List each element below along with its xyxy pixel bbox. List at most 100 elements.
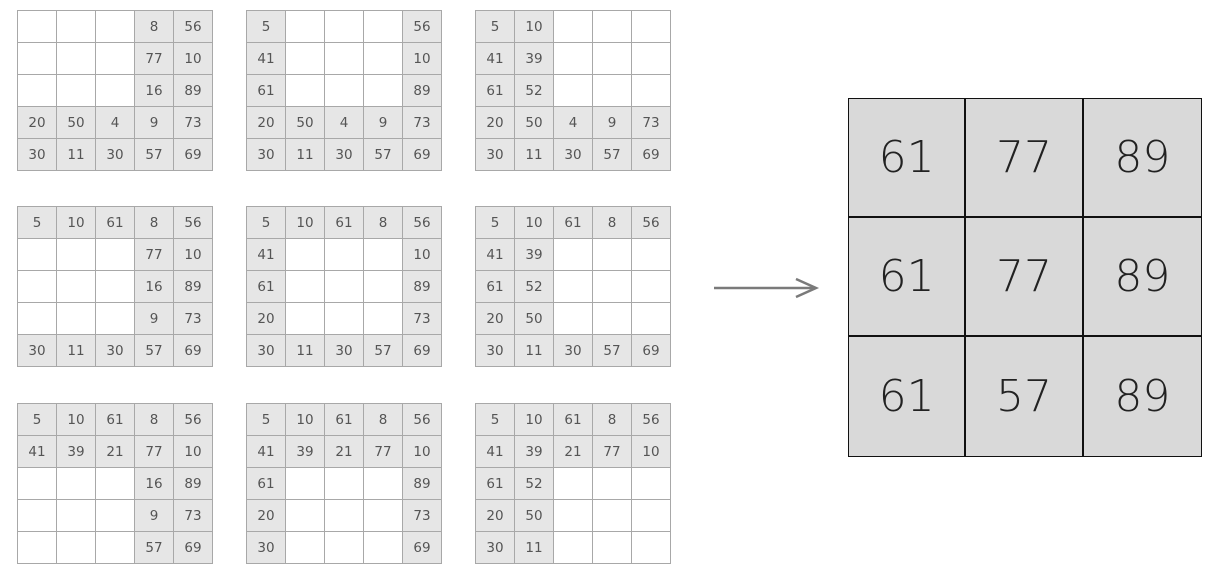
matrix-cell: 10 (56, 206, 96, 239)
matrix-cell: 69 (173, 138, 213, 171)
empty-cell (56, 499, 96, 532)
matrix-cell: 9 (134, 499, 174, 532)
empty-cell (363, 531, 403, 564)
empty-cell (56, 302, 96, 335)
matrix-cell: 10 (173, 238, 213, 271)
empty-cell (631, 42, 671, 75)
result-cell: 57 (966, 337, 1084, 456)
empty-cell (17, 270, 57, 303)
matrix-cell: 73 (173, 302, 213, 335)
empty-cell (592, 467, 632, 500)
matrix-cell: 20 (246, 106, 286, 139)
result-cell: 61 (849, 337, 967, 456)
matrix-cell: 30 (95, 138, 135, 171)
matrix-cell: 61 (475, 467, 515, 500)
matrix-cell: 57 (134, 334, 174, 367)
matrix-cell: 89 (173, 467, 213, 500)
empty-cell (553, 74, 593, 107)
matrix-cell: 69 (631, 334, 671, 367)
matrix-cell: 9 (592, 106, 632, 139)
matrix-cell: 89 (402, 74, 442, 107)
matrix-cell: 69 (631, 138, 671, 171)
empty-cell (285, 467, 325, 500)
matrix-cell: 16 (134, 270, 174, 303)
matrix-cell: 30 (324, 334, 364, 367)
empty-cell (17, 302, 57, 335)
empty-cell (95, 531, 135, 564)
empty-cell (363, 302, 403, 335)
matrix-cell: 10 (402, 238, 442, 271)
empty-cell (285, 10, 325, 43)
matrix-cell: 56 (631, 206, 671, 239)
matrix-cell: 30 (246, 138, 286, 171)
matrix-cell: 77 (134, 435, 174, 468)
empty-cell (553, 467, 593, 500)
matrix-cell: 73 (173, 106, 213, 139)
empty-cell (553, 499, 593, 532)
empty-cell (553, 531, 593, 564)
matrix-cell: 61 (95, 206, 135, 239)
empty-cell (285, 499, 325, 532)
matrix-cell: 10 (631, 435, 671, 468)
empty-cell (285, 270, 325, 303)
empty-cell (592, 302, 632, 335)
empty-cell (631, 270, 671, 303)
empty-cell (363, 42, 403, 75)
matrix-cell: 52 (514, 270, 554, 303)
matrix-cell: 56 (402, 10, 442, 43)
empty-cell (592, 531, 632, 564)
empty-cell (285, 302, 325, 335)
matrix-cell: 89 (173, 270, 213, 303)
matrix-cell: 10 (285, 403, 325, 436)
empty-cell (631, 499, 671, 532)
matrix-cell: 50 (285, 106, 325, 139)
empty-cell (363, 270, 403, 303)
matrix-cell: 5 (475, 206, 515, 239)
empty-cell (95, 74, 135, 107)
empty-cell (363, 10, 403, 43)
empty-cell (553, 42, 593, 75)
empty-cell (56, 531, 96, 564)
matrix-cell: 8 (134, 403, 174, 436)
empty-cell (95, 302, 135, 335)
matrix-cell: 57 (134, 138, 174, 171)
empty-cell (17, 74, 57, 107)
empty-cell (553, 302, 593, 335)
matrix-cell: 20 (17, 106, 57, 139)
matrix-cell: 39 (514, 238, 554, 271)
matrix-cell: 61 (553, 206, 593, 239)
empty-cell (56, 238, 96, 271)
matrix-cell: 39 (514, 435, 554, 468)
empty-cell (285, 531, 325, 564)
empty-cell (592, 270, 632, 303)
matrix-cell: 56 (173, 206, 213, 239)
matrix-cell: 61 (553, 403, 593, 436)
matrix-cell: 69 (173, 334, 213, 367)
empty-cell (56, 270, 96, 303)
empty-cell (285, 42, 325, 75)
matrix-cell: 61 (324, 206, 364, 239)
matrix-cell: 11 (514, 138, 554, 171)
empty-cell (17, 531, 57, 564)
matrix-cell: 57 (363, 334, 403, 367)
matrix-cell: 9 (134, 106, 174, 139)
matrix-cell: 89 (402, 467, 442, 500)
matrix-cell: 21 (324, 435, 364, 468)
matrix-cell: 77 (134, 42, 174, 75)
matrix-cell: 39 (285, 435, 325, 468)
empty-cell (553, 238, 593, 271)
matrix-cell: 16 (134, 467, 174, 500)
result-cell: 61 (849, 218, 967, 337)
empty-cell (631, 467, 671, 500)
matrix-cell: 56 (631, 403, 671, 436)
matrix-cell: 56 (402, 403, 442, 436)
matrix-cell: 61 (324, 403, 364, 436)
matrix-cell: 10 (173, 42, 213, 75)
empty-cell (631, 531, 671, 564)
matrix-cell: 10 (514, 206, 554, 239)
matrix-cell: 16 (134, 74, 174, 107)
